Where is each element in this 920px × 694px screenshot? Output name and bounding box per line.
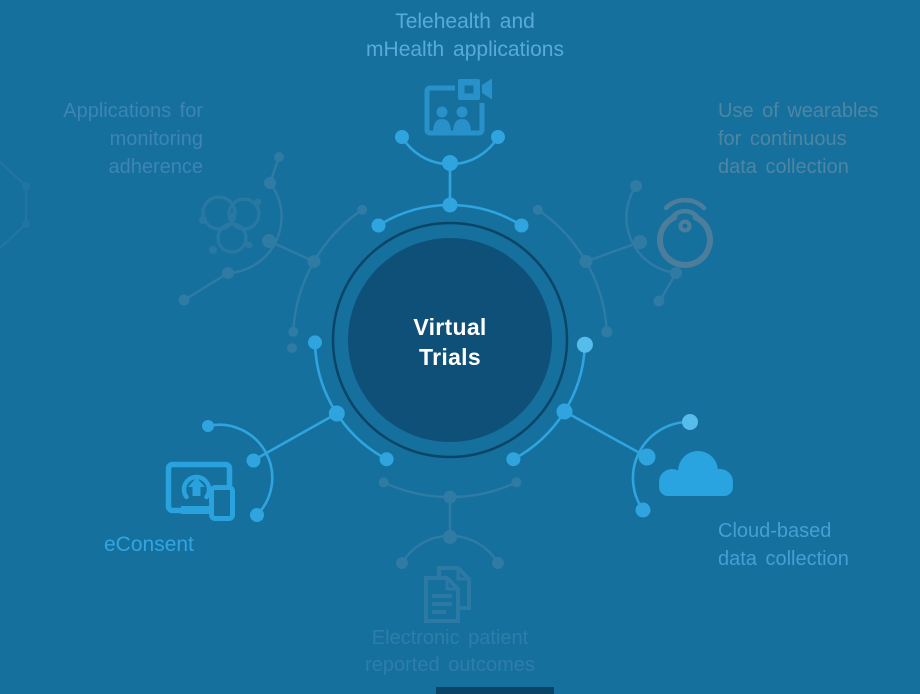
label-cloud: Cloud-based data collection <box>718 520 849 570</box>
smartwatch-icon <box>657 197 713 268</box>
monitor-phone-icon <box>165 461 235 521</box>
label-econsent: eConsent <box>104 533 194 556</box>
label-epro: Electronic patient reported outcomes <box>365 627 535 676</box>
label-telehealth: Telehealth and mHealth applications <box>366 10 564 61</box>
network-muted <box>0 152 682 569</box>
center-title-line: Trials <box>419 344 481 370</box>
center-title-line: Virtual <box>413 314 487 340</box>
label-monitoring-adherence: Applications for monitoring adherence <box>63 100 203 178</box>
center-title: Virtual Trials <box>350 312 550 372</box>
cloud-icon <box>659 451 733 496</box>
network-bright <box>202 130 698 522</box>
video-call-icon <box>424 76 494 136</box>
label-wearables: Use of wearables for continuous data col… <box>718 100 879 178</box>
stethoscope-icon <box>199 195 262 254</box>
documents-icon <box>424 566 471 623</box>
center-circle <box>331 221 569 459</box>
bottom-edge-bar <box>436 687 554 694</box>
